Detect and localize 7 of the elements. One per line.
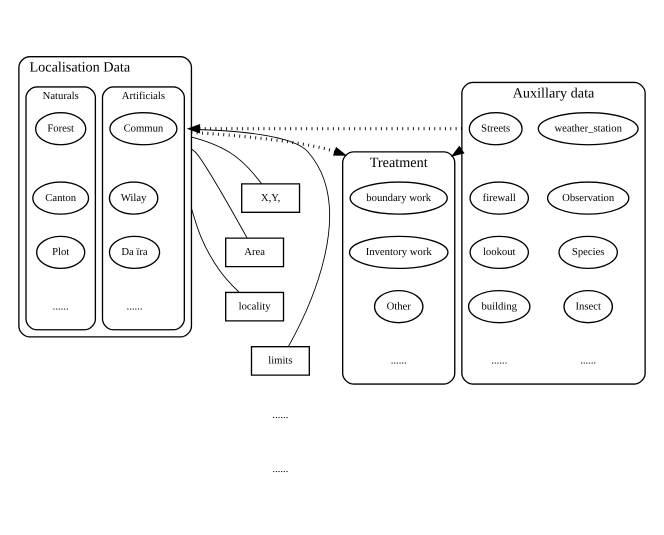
label: ...... xyxy=(580,354,596,367)
label: ...... xyxy=(126,300,143,312)
label: ...... xyxy=(52,300,69,312)
label: ...... xyxy=(272,463,288,476)
label: ...... xyxy=(491,354,508,367)
label: ...... xyxy=(272,408,288,421)
label: ...... xyxy=(390,354,407,367)
